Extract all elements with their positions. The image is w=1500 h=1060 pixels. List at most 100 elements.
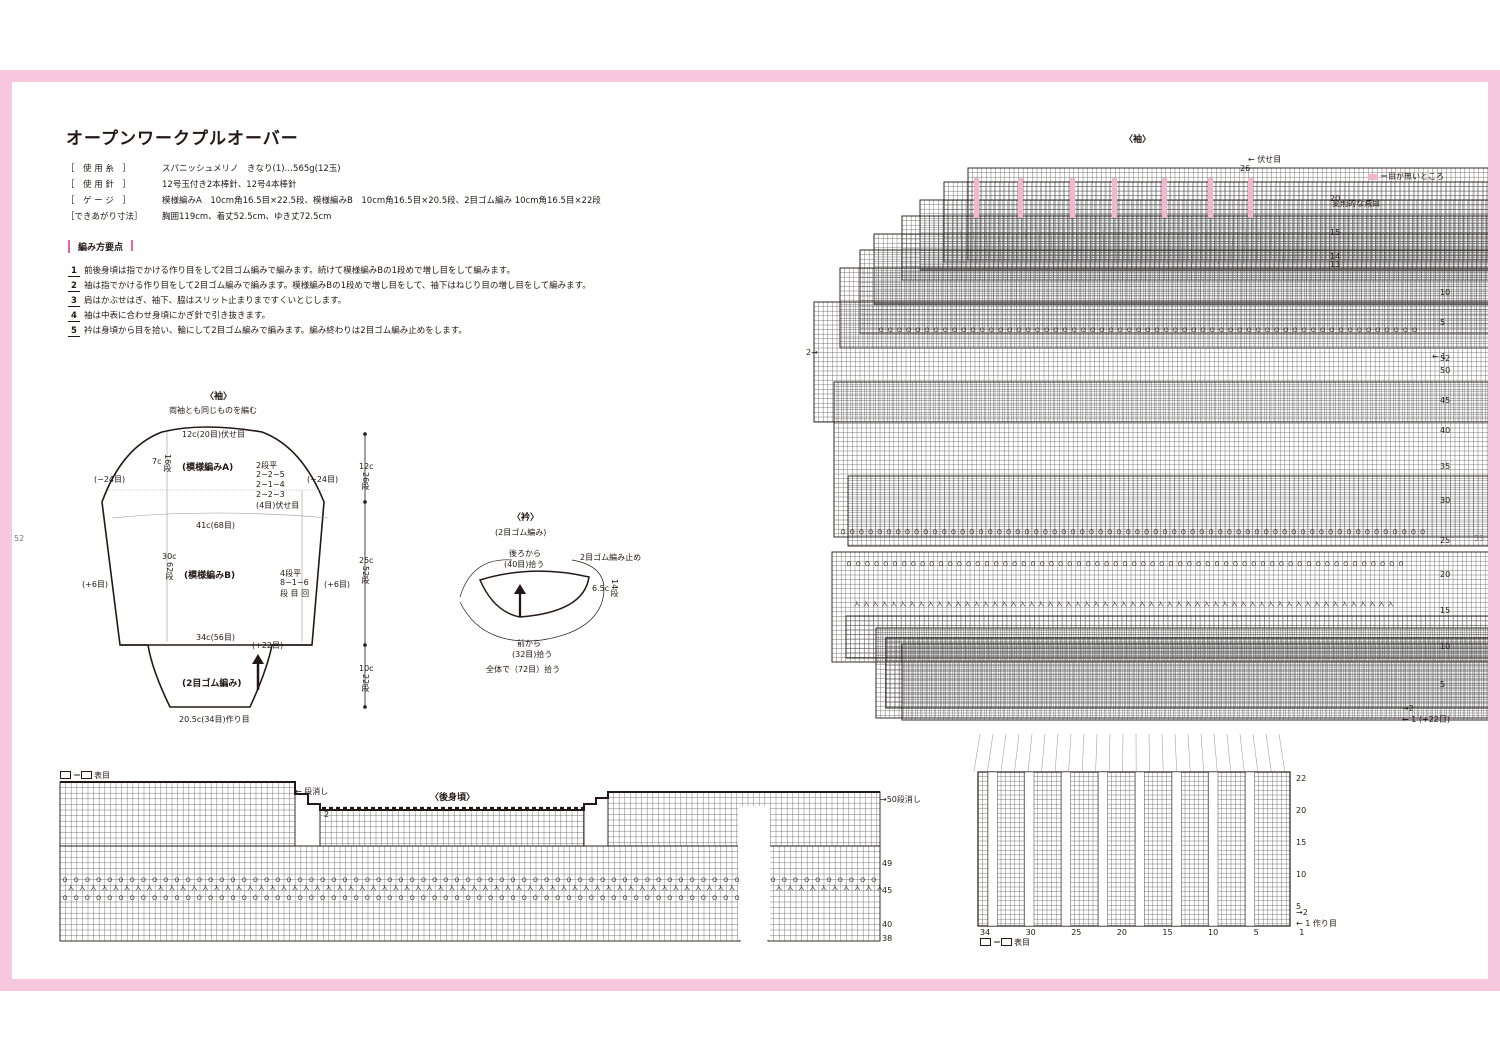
sleeve-eyelet-symbol: Ｏ <box>1024 529 1030 536</box>
rib-col-label: 25 <box>1071 928 1082 937</box>
sleeve-eyelet-symbol: Ｏ <box>1412 327 1418 334</box>
back-eyelet-symbol: Ｏ <box>219 895 225 902</box>
sleeve-row-label: 5 <box>1440 680 1446 689</box>
sleeve-eyelet-symbol: Ｏ <box>1107 529 1113 536</box>
back-decrease-symbol: 入 <box>79 885 85 892</box>
back-eyelet-symbol: Ｏ <box>62 877 68 884</box>
rib-to-body-guide <box>1239 733 1245 773</box>
sleeve-decrease-symbol: 入 <box>1112 601 1118 608</box>
back-decrease-symbol: 入 <box>583 885 589 892</box>
sleeve-eyelet-symbol: Ｏ <box>1125 529 1131 536</box>
sleeve-decrease-symbol: 入 <box>1038 601 1044 608</box>
sleeve-row-label: 20 <box>1440 570 1451 579</box>
back-eyelet-symbol: Ｏ <box>62 895 68 902</box>
sleeve-decrease-symbol: 入 <box>1388 601 1394 608</box>
back-eyelet-symbol: Ｏ <box>488 895 494 902</box>
sleeve-eyelet-symbol: Ｏ <box>901 561 907 568</box>
sleeve-row-label: 35 <box>1440 462 1451 471</box>
sleeve-eyelet-symbol: Ｏ <box>1171 529 1177 536</box>
rib-to-body-guide <box>1265 733 1272 773</box>
back-eyelet-symbol: Ｏ <box>73 895 79 902</box>
cap-guide <box>1076 229 1079 265</box>
back-decrease-symbol: 入 <box>617 885 623 892</box>
back-eyelet-symbol: Ｏ <box>689 877 695 884</box>
sleeve-eyelet-symbol: Ｏ <box>1237 327 1243 334</box>
back-eyelet-symbol: Ｏ <box>837 877 843 884</box>
cap-guide <box>1269 229 1273 265</box>
collar-outline <box>478 570 590 618</box>
sleeve-eyelet-symbol: Ｏ <box>1058 561 1064 568</box>
sleeve-eyelet-symbol: Ｏ <box>1301 327 1307 334</box>
sleeve-eyelet-symbol: Ｏ <box>877 529 883 536</box>
legend-swatch <box>980 938 991 946</box>
collar-total: 全体で（72目）拾う <box>486 665 561 674</box>
spec-gauge: ［ ゲ ー ジ ］模様編みA 10cm角16.5目×22.5段、模様編みB 10… <box>66 194 601 206</box>
sleeve-eyelet-symbol: Ｏ <box>1297 561 1303 568</box>
collar-title: 〈衿〉 <box>512 513 540 523</box>
back-eyelet-symbol: Ｏ <box>476 877 482 884</box>
back-decrease-symbol: 入 <box>180 885 186 892</box>
back-eyelet-symbol: Ｏ <box>443 877 449 884</box>
rib-purl-column <box>987 771 998 927</box>
back-eyelet-symbol: Ｏ <box>230 877 236 884</box>
schematic-drawings <box>101 426 605 709</box>
back-decrease-symbol: 入 <box>684 885 690 892</box>
sleeve-eyelet-symbol: Ｏ <box>849 529 855 536</box>
back-eyelet-symbol: Ｏ <box>297 877 303 884</box>
collar-back-pick: (40目)拾う <box>504 560 545 569</box>
back-decrease-symbol: 入 <box>124 885 130 892</box>
rib-to-body-guide <box>987 733 994 773</box>
cap-dec-1: 2−2−5 <box>256 470 285 479</box>
sleeve-decrease-symbol: 入 <box>1213 601 1219 608</box>
back-eyelet-symbol: Ｏ <box>860 877 866 884</box>
back-eyelet-symbol: Ｏ <box>152 895 158 902</box>
sleeve-eyelet-symbol: Ｏ <box>1163 327 1169 334</box>
cap-guide <box>1218 229 1221 265</box>
sleeve-eyelet-symbol: Ｏ <box>1053 327 1059 334</box>
back-eyelet-symbol: Ｏ <box>208 877 214 884</box>
back-decrease-symbol: 入 <box>370 885 376 892</box>
back-eyelet-symbol: Ｏ <box>734 895 740 902</box>
back-decrease-symbol: 入 <box>776 885 782 892</box>
rib-to2: →2 <box>1296 908 1308 917</box>
sleeve-legend-pink: ＝目が無いところ <box>1368 171 1444 182</box>
back-eyelet-symbol: Ｏ <box>308 895 314 902</box>
spec-key: ［ ゲ ー ジ ］ <box>66 196 131 206</box>
back-decrease-symbol: 入 <box>572 885 578 892</box>
sleeve-eyelet-symbol: Ｏ <box>932 529 938 536</box>
back-decrease-symbol: 入 <box>292 885 298 892</box>
legend-swatch <box>1001 938 1012 946</box>
sleeve-grid-tier-10-border <box>831 551 1488 663</box>
spec-value: 胸囲119cm、着丈52.5cm、ゆき丈72.5cm <box>162 212 332 222</box>
sleeve-eyelet-symbol: Ｏ <box>952 327 958 334</box>
sleeve-eyelet-symbol: Ｏ <box>1099 327 1105 334</box>
back-decrease-symbol: 入 <box>68 885 74 892</box>
back-eyelet-symbol: Ｏ <box>577 877 583 884</box>
back-decrease-symbol: 入 <box>832 885 838 892</box>
sleeve-eyelet-symbol: Ｏ <box>1310 327 1316 334</box>
back-decrease-symbol: 入 <box>247 885 253 892</box>
back-eyelet-symbol: Ｏ <box>781 877 787 884</box>
cap-dec-3: 2−2−3 <box>256 490 285 499</box>
side-52: 52段 <box>361 566 370 585</box>
sleeve-eyelet-symbol: Ｏ <box>1076 561 1082 568</box>
back-decrease-symbol: 入 <box>505 885 511 892</box>
no-stitch-cell <box>1208 178 1213 218</box>
step-text: 前後身頃は指でかける作り目をして2目ゴム編みで編みます。続けて模様編みBの1段め… <box>84 266 515 276</box>
back-50-note: →50段消し <box>880 795 921 804</box>
back-eyelet-symbol: Ｏ <box>611 895 617 902</box>
sleeve-decrease-symbol: 入 <box>882 601 888 608</box>
sleeve-eyelet-symbol: Ｏ <box>1172 327 1178 334</box>
rib-to-body-guide <box>1081 733 1085 773</box>
sleeve-row-label: 10 <box>1440 288 1451 297</box>
back-eyelet-symbol: Ｏ <box>510 895 516 902</box>
sleeve-decrease-symbol: 入 <box>1342 601 1348 608</box>
rib-to-body-guide <box>1252 733 1259 773</box>
sleeve-inc22: ← 1 (+22目) <box>1402 715 1451 724</box>
collar-bind-off: 2目ゴム編み止め <box>580 553 642 562</box>
back-decrease-symbol: 入 <box>202 885 208 892</box>
sleeve-decrease-symbol: 入 <box>1066 601 1072 608</box>
back-decrease-symbol: 入 <box>214 885 220 892</box>
sleeve-eyelet-symbol: Ｏ <box>1218 327 1224 334</box>
